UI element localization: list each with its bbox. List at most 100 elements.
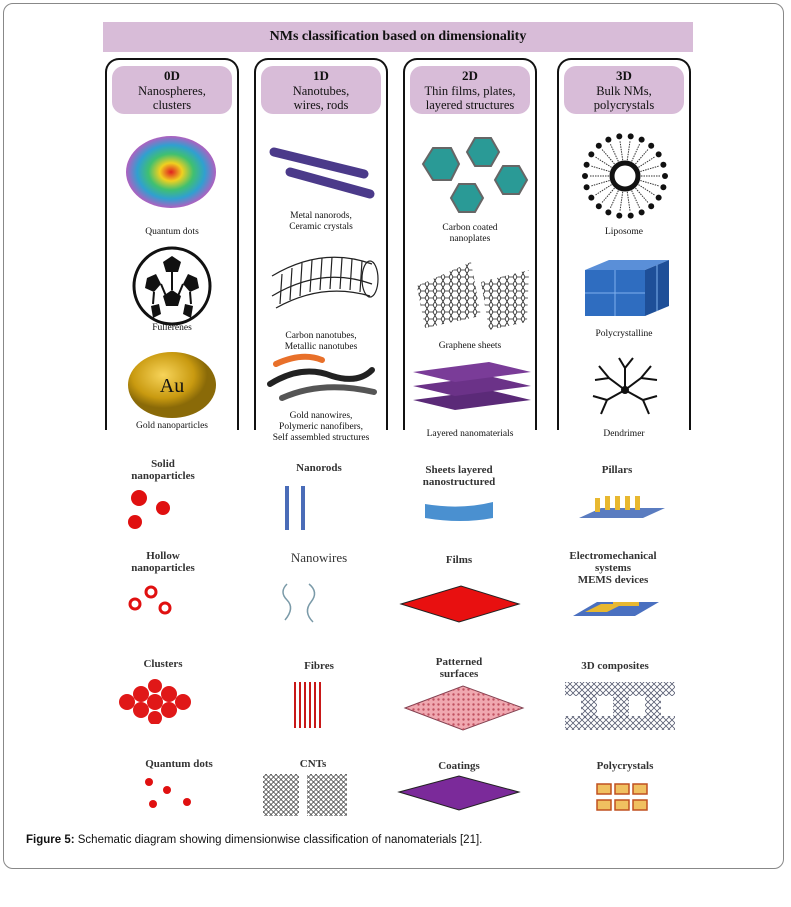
polycrystalline-icon	[585, 260, 669, 316]
figure-frame: NMs classification based on dimensionali…	[3, 3, 784, 869]
column-0d: 0D Nanospheres, clusters Quantum dots Fu…	[105, 58, 239, 431]
liposome-tail	[594, 184, 612, 196]
liposome-head	[588, 151, 595, 158]
liposome-tail	[631, 143, 641, 162]
liposome-head	[655, 151, 662, 158]
caption-liposome: Liposome	[605, 227, 643, 237]
label-cnts: CNTs	[299, 758, 327, 770]
label-quantum-dots: Quantum dots	[145, 758, 213, 770]
liposome-head	[588, 194, 595, 201]
liposome-tail	[640, 165, 660, 172]
hollow-nanoparticles-icon	[128, 585, 172, 615]
label-3d-composites: 3D composites	[581, 660, 649, 672]
label-pillars: Pillars	[601, 464, 633, 476]
caption-carbon-nanotubes: Carbon nanotubes,Metallic nanotubes	[284, 331, 358, 352]
caption-gold-nanowires: Gold nanowires,Polymeric nanofibers,Self…	[272, 411, 370, 443]
films-icon	[399, 585, 521, 623]
caption-graphene-sheets: Graphene sheets	[438, 341, 502, 351]
column-header-1d: 1D Nanotubes, wires, rods	[261, 66, 381, 114]
panel-title-bar: NMs classification based on dimensionali…	[103, 22, 693, 52]
column-dim: 1D	[313, 68, 329, 83]
figure-caption: Figure 5: Schematic diagram showing dime…	[26, 834, 766, 846]
caption-layered-nanomaterials: Layered nanomaterials	[426, 429, 514, 439]
fibres-icon	[294, 682, 321, 728]
label-fibres: Fibres	[304, 660, 334, 672]
caption-dendrimer: Dendrimer	[603, 429, 645, 439]
solid-nanoparticles-icon	[128, 490, 170, 529]
liposome-head	[638, 136, 645, 143]
caption-polycrystalline: Polycrystalline	[595, 329, 653, 339]
carbon-nanotube-icon	[271, 256, 379, 309]
liposome-head	[660, 184, 667, 191]
nanorod-icon	[269, 147, 375, 199]
liposome-head	[582, 173, 588, 179]
nanowires-icon	[282, 583, 316, 623]
column-header-2d: 2D Thin films, plates, layered structure…	[410, 66, 530, 114]
liposome-tail	[626, 140, 631, 161]
liposome-tail	[635, 187, 649, 204]
caption-text: Schematic diagram showing dimensionwise …	[74, 834, 483, 846]
label-nanowires: Nanowires	[290, 550, 348, 565]
column-3d: 3D Bulk NMs, polycrystals Liposome Polyc…	[557, 58, 691, 439]
cnts-icon	[263, 774, 347, 816]
liposome-tail	[638, 156, 656, 168]
liposome-head	[627, 212, 634, 219]
liposome-head	[583, 161, 590, 168]
liposome-tail	[590, 180, 610, 187]
panel-title: NMs classification based on dimensionali…	[269, 29, 527, 44]
gold-label: Au	[160, 375, 184, 397]
nanorods-icon	[285, 486, 305, 530]
liposome-tail	[638, 184, 656, 196]
column-sub-line1: Nanotubes,	[292, 84, 350, 98]
label-nanorods: Nanorods	[296, 462, 342, 474]
column-sub-line2: wires, rods	[293, 98, 349, 112]
caption-fullerenes: Fullerenes	[152, 323, 192, 333]
polycrystals-icon	[596, 783, 648, 811]
liposome-head	[605, 136, 612, 143]
3d-composites-icon	[565, 682, 675, 730]
liposome-head	[595, 142, 602, 149]
liposome-head	[616, 133, 623, 140]
pillars-icon	[579, 496, 665, 518]
liposome-head	[655, 194, 662, 201]
liposome-tail	[619, 140, 624, 161]
dendrimer-icon	[592, 357, 658, 415]
liposome-tail	[601, 187, 615, 204]
column-dim: 0D	[164, 68, 180, 83]
liposome-tail	[594, 156, 612, 168]
fullerene-icon	[132, 246, 212, 326]
liposome-tail	[619, 191, 624, 212]
liposome-tail	[590, 165, 610, 172]
column-2d: 2D Thin films, plates, layered structure…	[403, 58, 537, 439]
label-clusters: Clusters	[143, 658, 183, 670]
liposome-tail	[626, 191, 631, 212]
caption-metal-nanorods: Metal nanorods,Ceramic crystals	[289, 211, 353, 232]
column-1d: 1D Nanotubes, wires, rods Metal nanorods…	[254, 58, 388, 443]
column-sub-line1: Thin films, plates,	[424, 84, 516, 98]
liposome-tail	[640, 180, 660, 187]
liposome-tail	[601, 148, 615, 165]
caption-gold-nanoparticles: Gold nanoparticles	[135, 421, 209, 431]
quantum-dots-icon	[145, 778, 191, 808]
liposome-head	[595, 203, 602, 210]
coatings-icon	[397, 775, 521, 811]
column-sub-line2: layered structures	[425, 98, 515, 112]
caption-quantum-dots: Quantum dots	[145, 227, 199, 237]
mems-icon	[573, 602, 659, 616]
liposome-head	[648, 203, 655, 210]
clusters-icon	[119, 679, 191, 724]
liposome-tail	[609, 190, 619, 209]
dimensionality-panel: NMs classification based on dimensionali…	[103, 22, 693, 443]
gold-nanoparticle-icon: Au	[128, 352, 216, 418]
graphene-sheet-icon	[417, 262, 529, 330]
liposome-icon	[582, 133, 668, 219]
liposome-head	[605, 209, 612, 216]
liposome-head	[583, 184, 590, 191]
caption-label: Figure 5:	[26, 834, 75, 846]
column-header-3d: 3D Bulk NMs, polycrystals	[564, 66, 684, 114]
